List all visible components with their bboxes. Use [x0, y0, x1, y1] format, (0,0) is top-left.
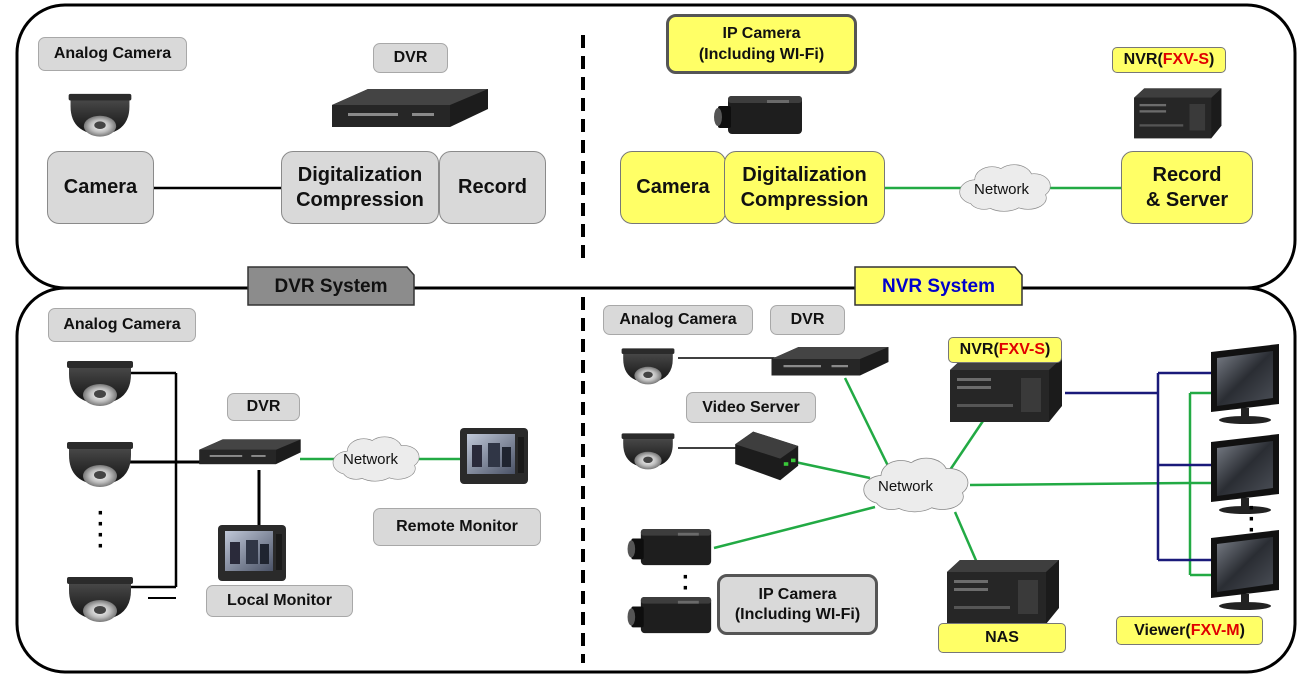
nvr-model-text: FXV-S — [998, 341, 1045, 358]
box-camera-icon — [714, 96, 802, 134]
viewer-links — [1065, 371, 1215, 562]
rack-server-icon — [1134, 88, 1222, 139]
box-camera-icon — [627, 529, 712, 566]
lcd-monitor-icon — [1211, 344, 1279, 424]
dvr-system-tab — [247, 266, 415, 306]
nvr-label-text: NVR( — [1123, 51, 1163, 68]
ip-camera-line1: IP Camera — [722, 25, 801, 42]
digitalization-compression-block: Digitalization Compression — [281, 151, 439, 224]
dome-camera-icon — [67, 361, 133, 406]
nas-label: NAS — [938, 623, 1066, 653]
bottom-panel — [15, 286, 1297, 674]
dome-camera-icon — [68, 93, 132, 137]
more-viewers-ellipsis: ··· — [1248, 495, 1256, 544]
nvr-label-close: ) — [1045, 341, 1051, 358]
nvr-system-tab — [854, 266, 1023, 306]
record-block: Record — [439, 151, 546, 224]
viewer-model-text: FXV-M — [1190, 621, 1240, 639]
more-cameras-ellipsis: ···· — [97, 500, 105, 560]
crt-monitor-icon — [218, 525, 286, 581]
nvr-model-text: FXV-S — [1162, 51, 1209, 68]
camera-block: Camera — [620, 151, 726, 224]
dvr-system-tab-label: DVR System — [274, 276, 388, 297]
dvr-recorder-icon — [332, 89, 488, 127]
network-label: Network — [974, 181, 1030, 198]
ip-camera-line1: IP Camera — [758, 585, 837, 603]
network-label: Network — [878, 478, 934, 495]
remote-monitor-label: Remote Monitor — [373, 508, 541, 546]
dome-camera-icon — [621, 348, 675, 385]
analog-camera-label: Analog Camera — [603, 305, 753, 335]
compression-text: Compression — [740, 188, 869, 211]
video-server-icon — [735, 431, 799, 481]
dome-camera-icon — [67, 577, 133, 622]
network-label: Network — [343, 451, 399, 468]
ip-camera-label: IP Camera (Including WI-Fi) — [717, 574, 878, 635]
dvr-label: DVR — [770, 305, 845, 335]
viewer-label: Viewer(FXV-M) — [1116, 616, 1263, 645]
ip-camera-label: IP Camera (Including WI-Fi) — [666, 14, 857, 74]
nas-server-icon — [947, 560, 1059, 624]
server-text: & Server — [1145, 188, 1229, 211]
nvr-label: NVR(FXV-S) — [948, 337, 1062, 363]
camera-block: Camera — [47, 151, 154, 224]
analog-camera-label: Analog Camera — [48, 308, 196, 342]
digitalization-compression-block: Digitalization Compression — [724, 151, 885, 224]
nvr-system-tab-label: NVR System — [882, 276, 995, 297]
more-ip-cameras-ellipsis: ·· — [682, 564, 690, 602]
viewer-label-close: ) — [1239, 621, 1245, 639]
video-server-label: Video Server — [686, 392, 816, 423]
digitalization-text: Digitalization — [297, 163, 423, 186]
box-camera-icon — [627, 597, 712, 634]
dvr-label: DVR — [373, 43, 448, 73]
ip-camera-line2: (Including WI-Fi) — [698, 46, 825, 63]
record-server-block: Record & Server — [1121, 151, 1253, 224]
network-links — [713, 377, 1212, 577]
nvr-label-close: ) — [1209, 51, 1215, 68]
lcd-monitor-icon — [1211, 434, 1279, 514]
viewer-label-text: Viewer( — [1134, 621, 1191, 639]
dvr-recorder-icon — [771, 347, 889, 376]
rack-server-icon — [950, 358, 1062, 422]
top-panel — [15, 3, 1297, 290]
record-text: Record — [1152, 163, 1222, 186]
nvr-label-text: NVR( — [959, 341, 999, 358]
dome-camera-icon — [621, 433, 675, 470]
crt-monitor-icon — [460, 428, 528, 484]
lcd-monitor-icon — [1211, 530, 1279, 610]
local-monitor-label: Local Monitor — [206, 585, 353, 617]
dome-camera-icon — [67, 442, 133, 487]
nvr-label: NVR(FXV-S) — [1112, 47, 1226, 73]
dvr-label: DVR — [227, 393, 300, 421]
analog-camera-label: Analog Camera — [38, 37, 187, 71]
compression-text: Compression — [296, 188, 424, 211]
dvr-recorder-icon — [199, 439, 301, 465]
digitalization-text: Digitalization — [742, 163, 867, 186]
ip-camera-line2: (Including WI-Fi) — [734, 605, 861, 623]
